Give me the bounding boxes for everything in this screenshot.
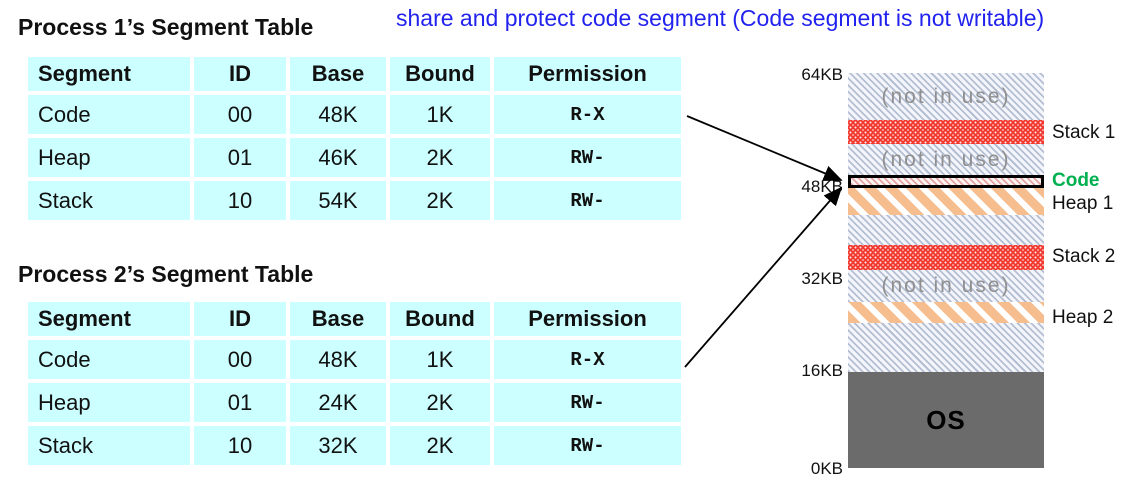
cell-bound: 2K <box>390 383 490 422</box>
memory-region-free: (not in use) <box>848 270 1044 302</box>
axis-label-0kb: 0KB <box>810 459 843 478</box>
header-base: Base <box>290 302 386 336</box>
header-permission: Permission <box>494 57 681 91</box>
not-in-use-label: (not in use) <box>881 147 1011 171</box>
cell-id: 10 <box>194 426 286 465</box>
stack-1-label: Stack 1 <box>1052 122 1116 143</box>
cell-segment: Heap <box>28 138 190 177</box>
cell-id: 10 <box>194 181 286 220</box>
memory-region-heap-2 <box>848 302 1044 323</box>
table-row: Heap 01 46K 2K RW- <box>28 138 681 177</box>
heap-1-label: Heap 1 <box>1052 193 1114 214</box>
header-permission: Permission <box>494 302 681 336</box>
axis-label-32kb: 32KB <box>801 269 843 288</box>
cell-bound: 1K <box>390 95 490 134</box>
cell-permission: RW- <box>494 426 681 465</box>
process-2-segment-table: Segment ID Base Bound Permission Code 00… <box>24 298 685 469</box>
memory-region-stack-2 <box>848 245 1044 270</box>
memory-region-free: (not in use) <box>848 73 1044 120</box>
axis-label-48kb: 48KB <box>801 177 843 196</box>
cell-base: 46K <box>290 138 386 177</box>
physical-memory-bar: (not in use) (not in use) (not in use) O… <box>848 73 1044 468</box>
header-bound: Bound <box>390 302 490 336</box>
memory-region-stack-1 <box>848 120 1044 144</box>
memory-region-free <box>848 323 1044 372</box>
slide-caption: share and protect code segment (Code seg… <box>396 5 1045 31</box>
cell-base: 32K <box>290 426 386 465</box>
process-1-segment-table: Segment ID Base Bound Permission Code 00… <box>24 53 685 224</box>
cell-id: 00 <box>194 340 286 379</box>
os-label: OS <box>926 404 966 435</box>
memory-region-free: (not in use) <box>848 144 1044 175</box>
cell-permission: RW- <box>494 138 681 177</box>
process-2-table-title: Process 2’s Segment Table <box>18 261 314 287</box>
cell-base: 48K <box>290 95 386 134</box>
cell-base: 48K <box>290 340 386 379</box>
header-id: ID <box>194 302 286 336</box>
table-header-row: Segment ID Base Bound Permission <box>28 57 681 91</box>
process-1-table-title: Process 1’s Segment Table <box>18 14 314 40</box>
memory-region-os: OS <box>848 372 1044 468</box>
cell-segment: Stack <box>28 426 190 465</box>
memory-region-free <box>848 215 1044 245</box>
header-segment: Segment <box>28 302 190 336</box>
cell-permission: R-X <box>494 340 681 379</box>
cell-segment: Stack <box>28 181 190 220</box>
cell-id: 01 <box>194 383 286 422</box>
cell-permission: R-X <box>494 95 681 134</box>
code-label: Code <box>1052 170 1100 191</box>
cell-bound: 2K <box>390 181 490 220</box>
header-bound: Bound <box>390 57 490 91</box>
axis-label-16kb: 16KB <box>801 361 843 380</box>
table-row: Code 00 48K 1K R-X <box>28 95 681 134</box>
cell-segment: Heap <box>28 383 190 422</box>
cell-permission: RW- <box>494 383 681 422</box>
cell-id: 00 <box>194 95 286 134</box>
not-in-use-label: (not in use) <box>881 84 1011 108</box>
table-header-row: Segment ID Base Bound Permission <box>28 302 681 336</box>
cell-bound: 2K <box>390 138 490 177</box>
cell-segment: Code <box>28 95 190 134</box>
table-row: Stack 10 32K 2K RW- <box>28 426 681 465</box>
heap-2-label: Heap 2 <box>1052 307 1114 328</box>
header-segment: Segment <box>28 57 190 91</box>
memory-region-heap-1 <box>848 188 1044 215</box>
not-in-use-label: (not in use) <box>881 274 1011 297</box>
table-row: Stack 10 54K 2K RW- <box>28 181 681 220</box>
cell-bound: 1K <box>390 340 490 379</box>
table-row: Heap 01 24K 2K RW- <box>28 383 681 422</box>
header-base: Base <box>290 57 386 91</box>
cell-id: 01 <box>194 138 286 177</box>
stack-2-label: Stack 2 <box>1052 246 1116 267</box>
memory-region-shared-code <box>848 175 1044 188</box>
cell-segment: Code <box>28 340 190 379</box>
header-id: ID <box>194 57 286 91</box>
table-row: Code 00 48K 1K R-X <box>28 340 681 379</box>
cell-permission: RW- <box>494 181 681 220</box>
arrow-table1-code-to-memory <box>686 115 843 181</box>
axis-label-64kb: 64KB <box>801 65 843 84</box>
cell-base: 24K <box>290 383 386 422</box>
cell-base: 54K <box>290 181 386 220</box>
cell-bound: 2K <box>390 426 490 465</box>
